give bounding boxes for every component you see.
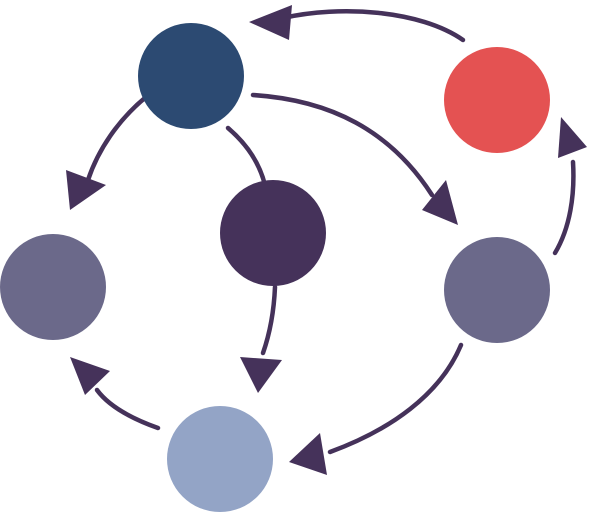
edge-bottom-to-left — [94, 387, 161, 431]
node-left — [0, 234, 106, 340]
arrowhead-center-to-bottom — [240, 357, 282, 393]
node-top — [138, 23, 244, 129]
edge-top-to-left — [85, 94, 149, 183]
edge-top-right-to-top — [280, 9, 466, 43]
edge-top-to-right — [250, 92, 435, 198]
edge-center-to-bottom — [260, 284, 278, 356]
arrowhead-top-to-right — [422, 180, 458, 225]
arrowhead-right-to-bottom — [289, 433, 327, 475]
arrowheads — [66, 5, 587, 475]
arrowhead-bottom-to-left — [70, 357, 110, 395]
arrowhead-top-to-left — [66, 170, 106, 210]
edge-top-to-center — [225, 125, 268, 188]
edges — [85, 9, 576, 455]
node-bottom — [167, 406, 273, 512]
edge-right-to-bottom — [327, 342, 464, 455]
node-center — [220, 180, 326, 286]
node-top-right — [444, 47, 550, 153]
arrowhead-top-right-to-top — [249, 5, 292, 40]
node-right — [444, 237, 550, 343]
edge-right-to-top-right — [552, 159, 576, 256]
arrowhead-right-to-top-right — [558, 117, 587, 158]
nodes — [0, 23, 550, 512]
